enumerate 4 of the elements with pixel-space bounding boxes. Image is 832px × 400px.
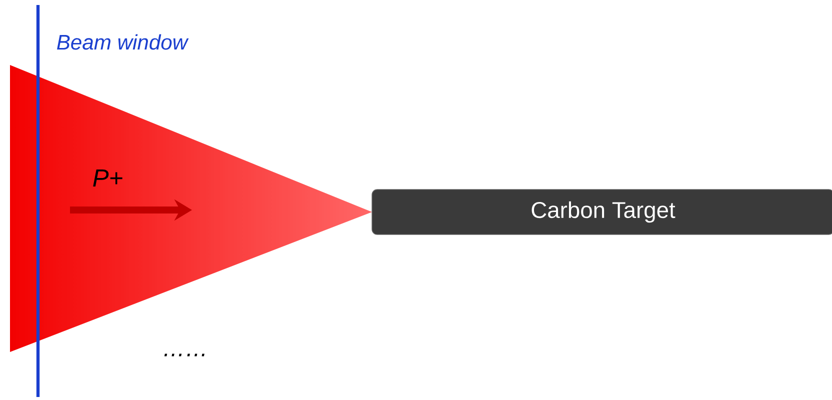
particle-label: P+ <box>93 170 122 186</box>
window-label: Beam window <box>57 34 189 50</box>
ellipsis-label: …… <box>164 354 204 356</box>
target-box: Carbon Target <box>372 189 832 235</box>
